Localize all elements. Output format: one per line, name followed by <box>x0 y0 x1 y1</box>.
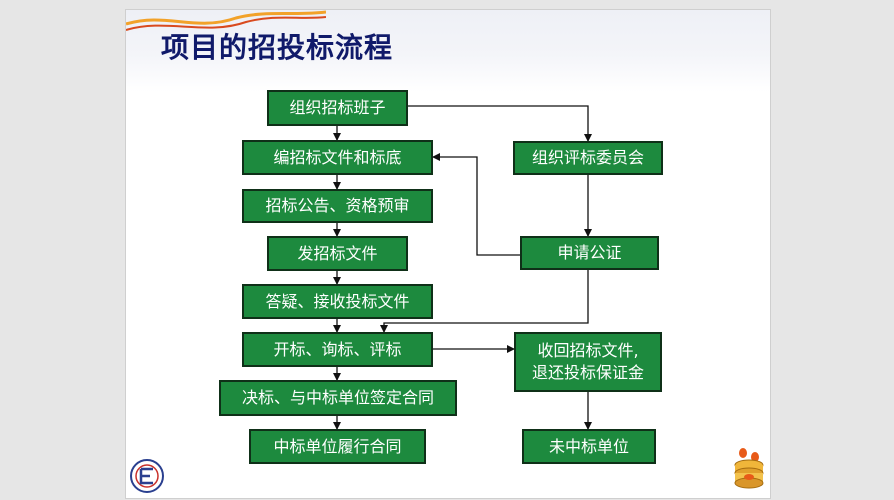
box-issue-documents: 发招标文件 <box>267 236 408 271</box>
box-apply-notarization: 申请公证 <box>520 236 659 270</box>
arrow-notary-to-open <box>380 270 589 333</box>
box-refund-line2: 退还投标保证金 <box>531 363 644 382</box>
box-award-contract: 决标、与中标单位签定合同 <box>219 380 457 416</box>
flow-connectors <box>333 105 592 430</box>
box-prepare-documents: 编招标文件和标底 <box>242 140 433 175</box>
box-refund-line1: 收回招标文件, <box>537 341 639 360</box>
decorative-swoosh-icon <box>126 10 326 31</box>
box-open-evaluate: 开标、询标、评标 <box>242 332 433 367</box>
arrow-notary-to-docs <box>432 153 520 256</box>
box-refund-deposit: 收回招标文件, 退还投标保证金 <box>514 332 662 392</box>
box-organize-team: 组织招标班子 <box>267 90 408 126</box>
slide: 项目的招投标流程 <box>125 9 771 499</box>
box-unsuccessful-bidders: 未中标单位 <box>522 429 656 464</box>
arrow-team-to-committee <box>408 105 592 142</box>
box-evaluation-committee: 组织评标委员会 <box>513 141 663 175</box>
university-logo-icon <box>130 459 164 493</box>
page-title: 项目的招投标流程 <box>161 31 394 64</box>
title-band <box>126 10 770 92</box>
box-contract-execution: 中标单位履行合同 <box>249 429 426 464</box>
box-qa-receive-bids: 答疑、接收投标文件 <box>242 284 433 319</box>
coin-stack-icon <box>734 448 764 489</box>
box-announcement: 招标公告、资格预审 <box>242 189 433 223</box>
